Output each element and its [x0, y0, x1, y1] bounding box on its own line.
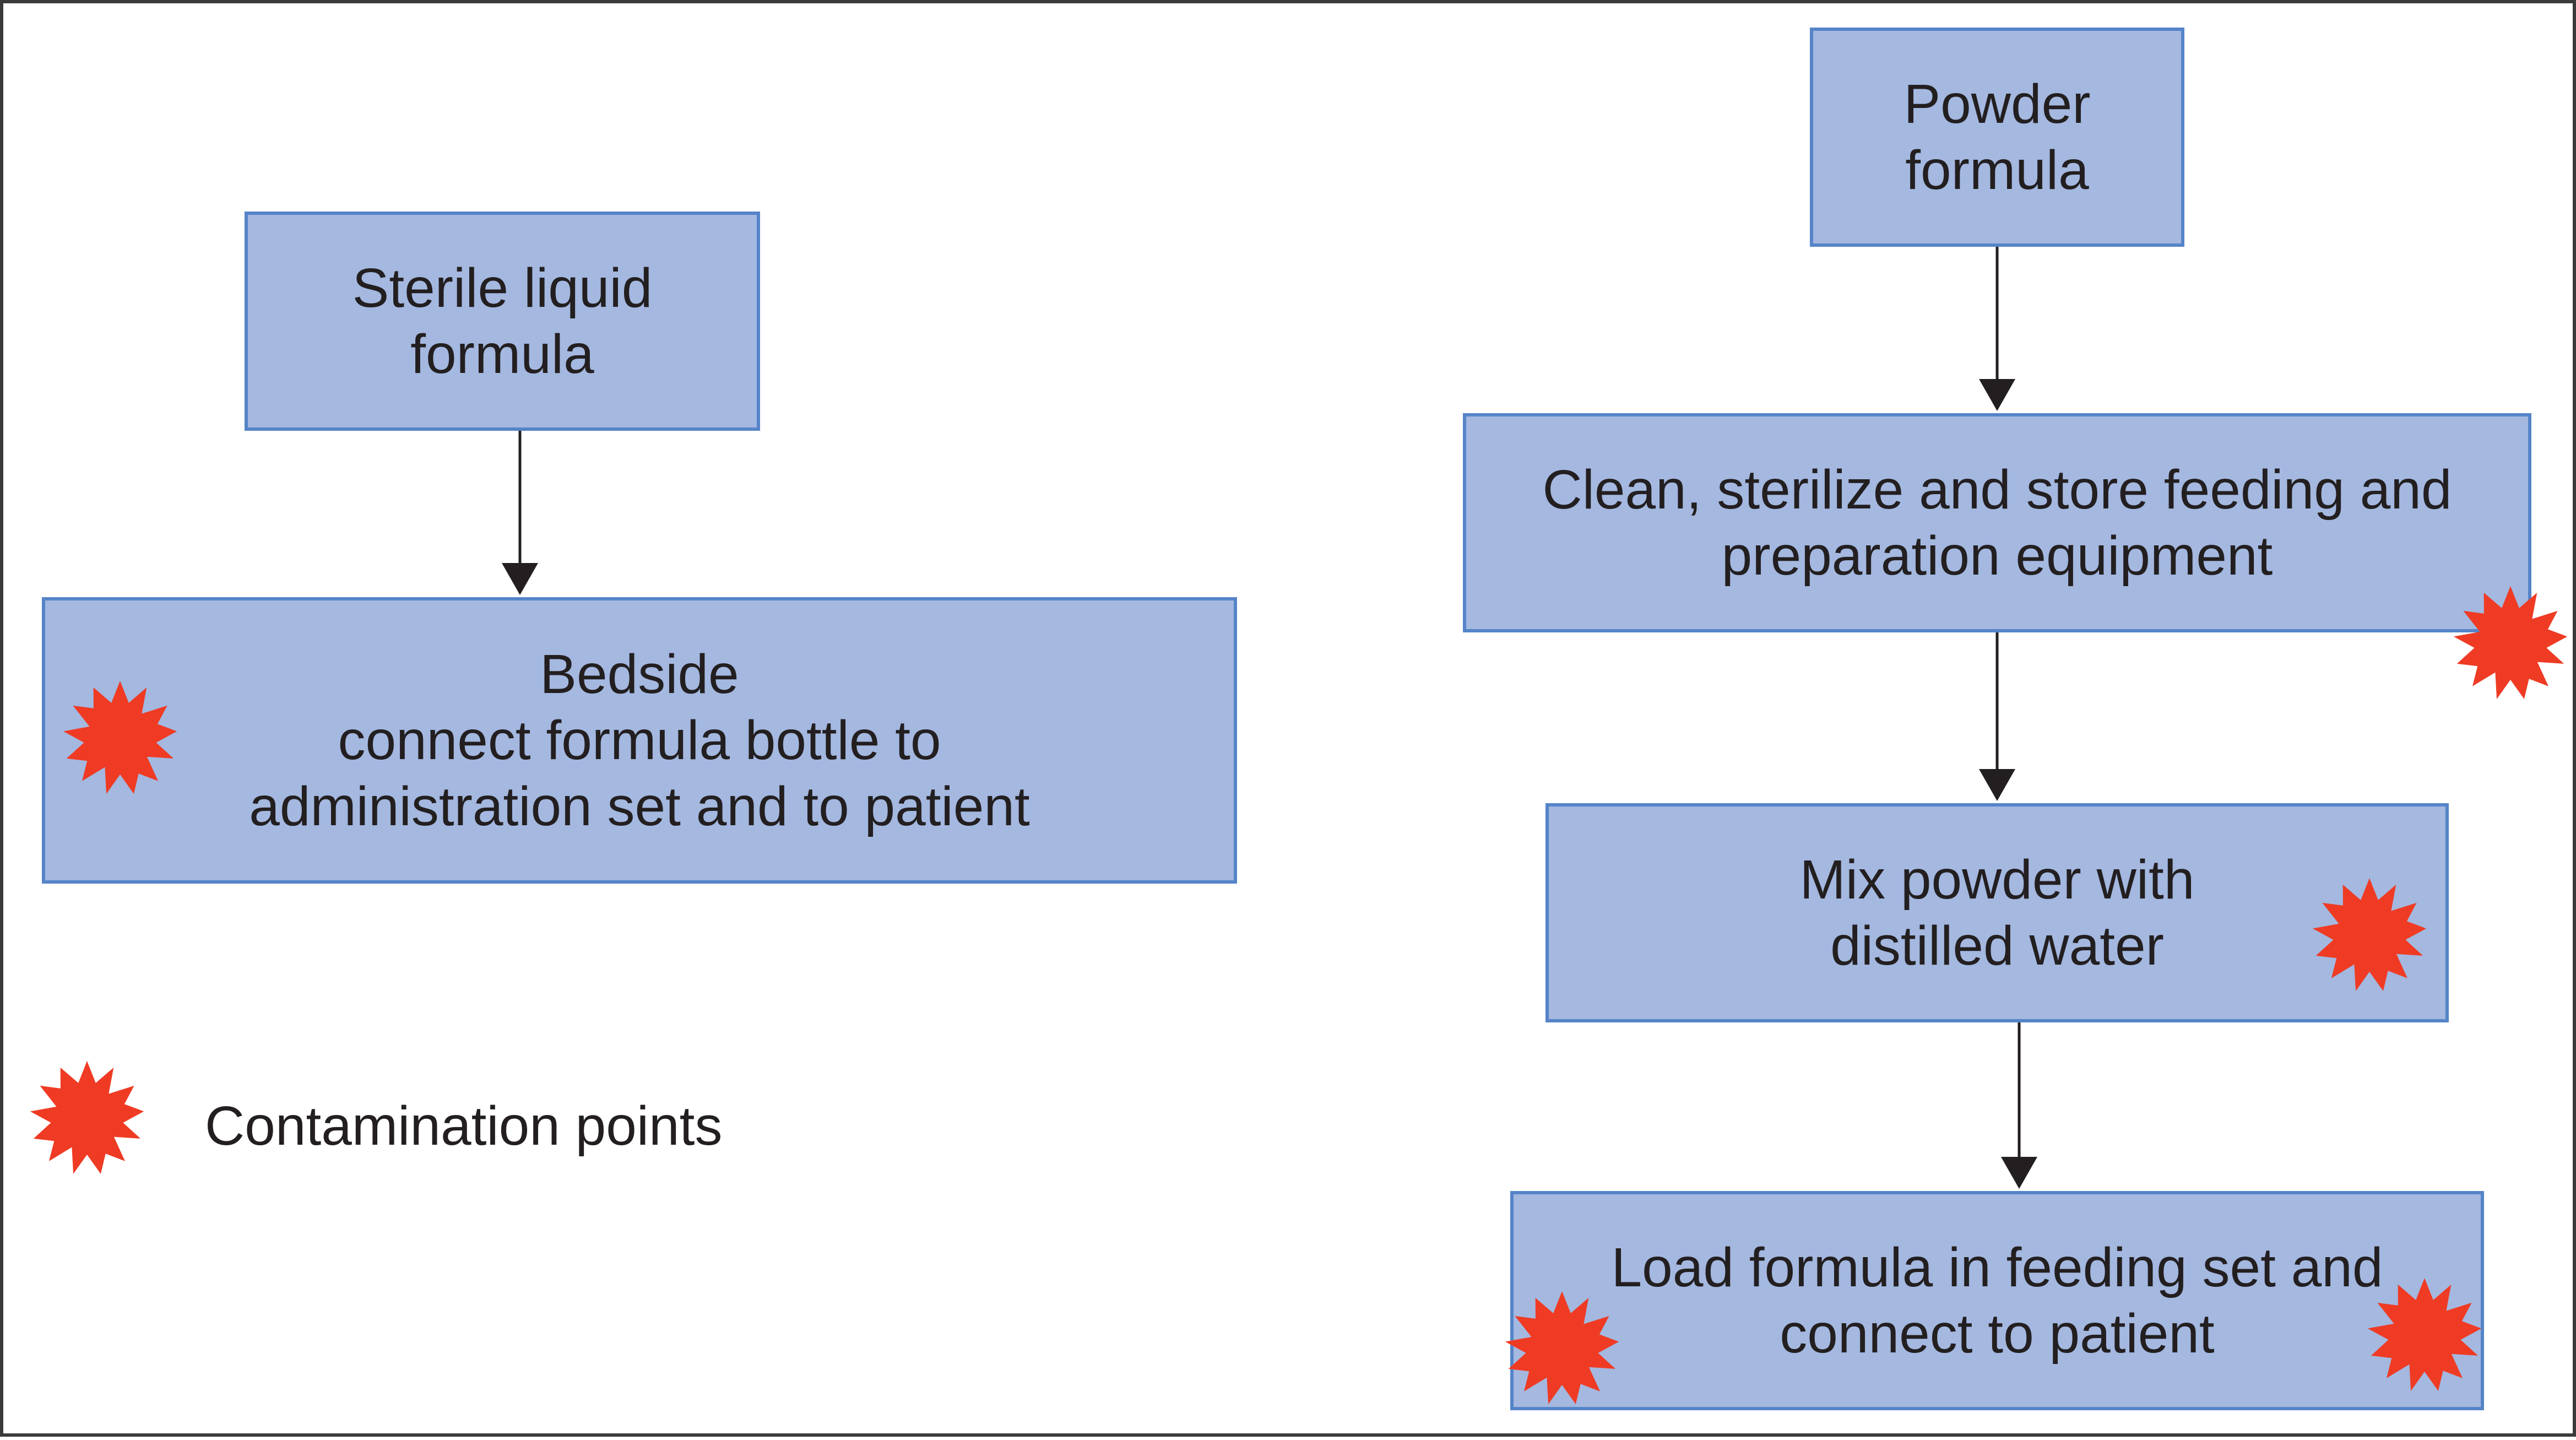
contamination-star-icon-load-left: [1505, 1291, 1619, 1404]
powder-line-1: Powder: [1903, 73, 2091, 135]
mix-powder-line-2: distilled water: [1830, 915, 2164, 977]
connectors-and-markers: [30, 247, 2568, 1404]
arrow-clean-to-mix: [1979, 632, 2015, 801]
contamination-star-icon-clean-sterilize: [2453, 586, 2568, 699]
contamination-star-icon-mix-powder: [2312, 878, 2427, 991]
clean-sterilize-box: Clean, sterilize and store feeding and p…: [1463, 413, 2531, 632]
bedside-line-3: administration set and to patient: [249, 776, 1030, 837]
contamination-star-icon-legend: [30, 1061, 144, 1174]
legend-label: Contamination points: [205, 1095, 723, 1157]
bedside-line-1: Bedside: [540, 643, 739, 705]
mix-powder-line-1: Mix powder with: [1799, 849, 2195, 911]
powder-formula-box: Powder formula: [1810, 28, 2184, 247]
sterile-liquid-line-2: formula: [410, 323, 594, 385]
bedside-line-2: connect formula bottle to: [338, 710, 941, 771]
arrow-sterile-to-bedside: [502, 431, 538, 595]
arrow-powder-to-clean: [1979, 247, 2015, 411]
load-formula-box: Load formula in feeding set and connect …: [1510, 1191, 2484, 1410]
sterile-liquid-formula-box: Sterile liquid formula: [245, 212, 760, 431]
powder-line-2: formula: [1905, 139, 2089, 201]
contamination-star-icon-bedside: [63, 681, 177, 794]
clean-sterilize-line-2: preparation equipment: [1721, 525, 2273, 587]
load-formula-line-2: connect to patient: [1780, 1303, 2215, 1365]
mix-powder-box: Mix powder with distilled water: [1545, 803, 2449, 1022]
contamination-star-icon-load-right: [2367, 1278, 2482, 1391]
arrow-mix-to-load: [2001, 1022, 2037, 1189]
bedside-box: Bedside connect formula bottle to admini…: [42, 597, 1237, 884]
clean-sterilize-line-1: Clean, sterilize and store feeding and: [1542, 459, 2452, 521]
sterile-liquid-line-1: Sterile liquid: [352, 257, 653, 319]
load-formula-line-1: Load formula in feeding set and: [1611, 1237, 2383, 1298]
